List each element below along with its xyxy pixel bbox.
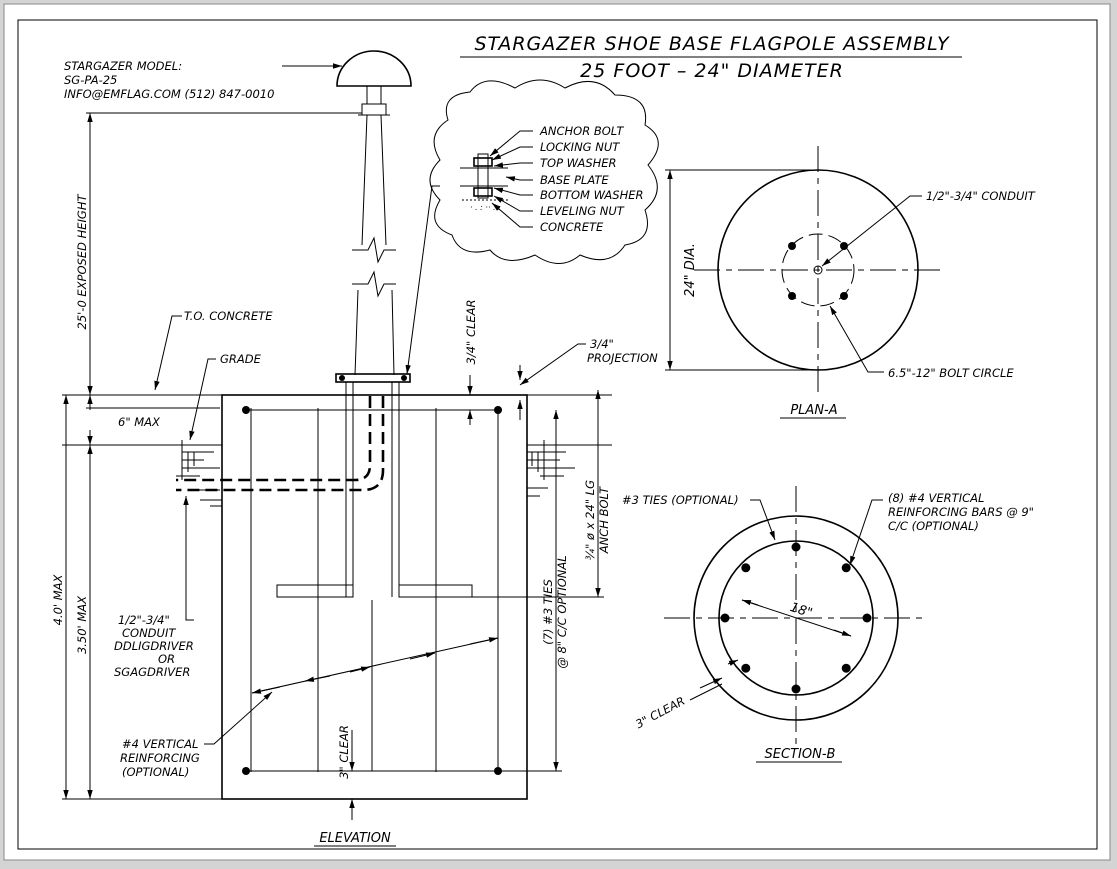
rebar-dot [741, 563, 751, 573]
plan-bolt-circle-label: 6.5"-12" BOLT CIRCLE [888, 366, 1014, 380]
paper [3, 3, 1111, 861]
callout-top-washer: TOP WASHER [540, 156, 617, 170]
rebar-dot [741, 663, 751, 673]
plan-dia-dim: 24" DIA. [683, 243, 698, 297]
ties-dim-2: @ 8" C/C OPTIONAL [555, 555, 569, 668]
drawing-border [17, 19, 1098, 850]
section-b-label: SECTION-B [765, 747, 836, 762]
conduit-inner [176, 396, 372, 482]
vertical-rebar [250, 408, 499, 772]
anchor-plate-left [276, 584, 354, 598]
detail-leader [405, 185, 440, 375]
projection-label: PROJECTION [587, 351, 658, 365]
to-concrete-label: T.O. CONCRETE [184, 309, 273, 323]
reinforcing-label-2: REINFORCING [120, 751, 200, 765]
section-bars-label-2: REINFORCING BARS @ 9" [888, 505, 1034, 519]
conduit-label-1: 1/2"-3/4" [118, 613, 170, 627]
conduit-label-3: DDLIGDRIVER [114, 639, 194, 653]
callout-locking-nut: LOCKING NUT [540, 140, 620, 154]
pole-upper [361, 114, 387, 246]
base-plate [335, 373, 411, 383]
callout-bottom-washer: BOTTOM WASHER [540, 188, 644, 202]
four-max-dim: 4.0' MAX [51, 573, 65, 625]
ties-dim-1: (7) #3 TIES [541, 579, 555, 645]
rebar-dot [841, 563, 851, 573]
title-line-2: 25 FOOT – 24" DIAMETER [580, 60, 844, 82]
section-bars-label-1: (8) #4 VERTICAL [888, 491, 984, 505]
svg-text:· . : ·· . :: · . : ·· . : [470, 203, 501, 212]
plan-a-label: PLAN-A [790, 403, 837, 418]
six-max-dim: 6" MAX [118, 415, 161, 429]
grade-label: GRADE [220, 352, 262, 366]
break-line-1 [352, 236, 396, 264]
anchor-detail-cloud: · . : ·· . : [429, 79, 659, 264]
callout-base-plate: BASE PLATE [540, 173, 609, 187]
section-ties-label: #3 TIES (OPTIONAL) [622, 493, 739, 507]
three-fifty-max-dim: 3.50' MAX [75, 595, 89, 654]
section-b-view: 18" SECTION-B [664, 486, 928, 763]
rebar-dot [791, 542, 801, 552]
callout-anchor-bolt: ANCHOR BOLT [539, 124, 624, 138]
pole-lower [354, 289, 395, 376]
section-rebar-dots [720, 542, 872, 694]
anchor-bolt-dim-1: ¾" ø x 24" LG [583, 480, 597, 560]
section-bars-label-3: C/C (OPTIONAL) [888, 519, 979, 533]
anchor-bolt-dim-2: ANCH BOLT [597, 486, 611, 554]
conduit-label-4: OR [158, 652, 175, 666]
projection-value: 3/4" [590, 337, 614, 351]
rebar-dot [841, 663, 851, 673]
plan-a-view: 24" DIA. PLAN-A [665, 146, 942, 419]
elevation-label: ELEVATION [319, 831, 391, 846]
callout-leveling-nut: LEVELING NUT [540, 204, 625, 218]
elevation-view: 25'-0 EXPOSED HEIGHT 6" MAX 4.0' MAX 3.5… [51, 50, 658, 847]
model-label: STARGAZER MODEL: [64, 59, 182, 73]
section-dia-dim: 18" [788, 600, 814, 621]
bottom-clear-dim: 3" CLEAR [337, 725, 351, 779]
rebar-dot [791, 684, 801, 694]
grade-hatch-right [527, 440, 575, 497]
top-clear-dim: 3/4" CLEAR [464, 299, 478, 364]
conduit-label-2: CONDUIT [122, 626, 176, 640]
plan-conduit-label: 1/2"-3/4" CONDUIT [926, 189, 1036, 203]
finial-ball [336, 50, 412, 87]
conduit-label-5: SGAGDRIVER [114, 665, 190, 679]
reinforcing-label-1: #4 VERTICAL [122, 737, 198, 751]
model-number: SG-PA-25 [64, 73, 117, 87]
grade-hatch-left [176, 440, 222, 507]
callout-concrete: CONCRETE [540, 220, 604, 234]
exposed-height-dim: 25'-0 EXPOSED HEIGHT [75, 194, 89, 330]
rebar-dot [862, 613, 872, 623]
rebar-dot [720, 613, 730, 623]
reinforcing-label-3: (OPTIONAL) [122, 765, 189, 779]
contact-info: INFO@EMFLAG.COM (512) 847-0010 [64, 87, 274, 101]
title-line-1: STARGAZER SHOE BASE FLAGPOLE ASSEMBLY [474, 33, 950, 55]
break-line-2 [352, 270, 396, 298]
conduit-outer [176, 396, 385, 492]
